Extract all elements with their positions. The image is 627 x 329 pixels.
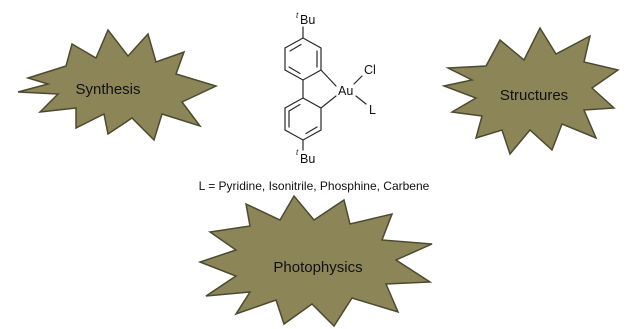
au-l-bond	[355, 95, 367, 105]
photophysics-burst: Photophysics	[197, 194, 433, 328]
photophysics-burst-shape	[197, 194, 433, 328]
structures-label: Structures	[500, 87, 568, 104]
bottom-ring-double-3	[305, 126, 318, 135]
synthesis-burst-shape	[17, 28, 219, 142]
bottom-tbu-label: Bu	[300, 152, 315, 166]
structures-burst: Structures	[441, 26, 620, 156]
bottom-aryl-ring	[284, 97, 322, 141]
top-aryl-ring	[284, 37, 322, 81]
au-top-ring-bond	[320, 69, 337, 87]
chloride-label: Cl	[364, 63, 376, 77]
top-ring-double-3	[288, 66, 301, 75]
ligand-label: L	[369, 103, 376, 117]
top-tert-prefix: t	[296, 11, 299, 20]
gold-complex-structure: t Bu t Bu Au Cl L	[284, 11, 376, 166]
synthesis-burst: Synthesis	[17, 28, 219, 142]
top-ring-double-1	[289, 43, 302, 52]
bottom-ring-double-1	[288, 103, 301, 112]
ligand-caption: L = Pyridine, Isonitrile, Phosphine, Car…	[199, 179, 430, 193]
au-bottom-ring-bond	[320, 95, 337, 109]
bottom-tert-prefix: t	[296, 148, 299, 157]
synthesis-label: Synthesis	[75, 81, 140, 98]
au-cl-bond	[353, 75, 363, 85]
photophysics-label: Photophysics	[273, 259, 362, 276]
top-tbu-label: Bu	[300, 13, 315, 27]
structures-burst-shape	[441, 26, 620, 156]
gold-atom-label: Au	[338, 84, 353, 98]
